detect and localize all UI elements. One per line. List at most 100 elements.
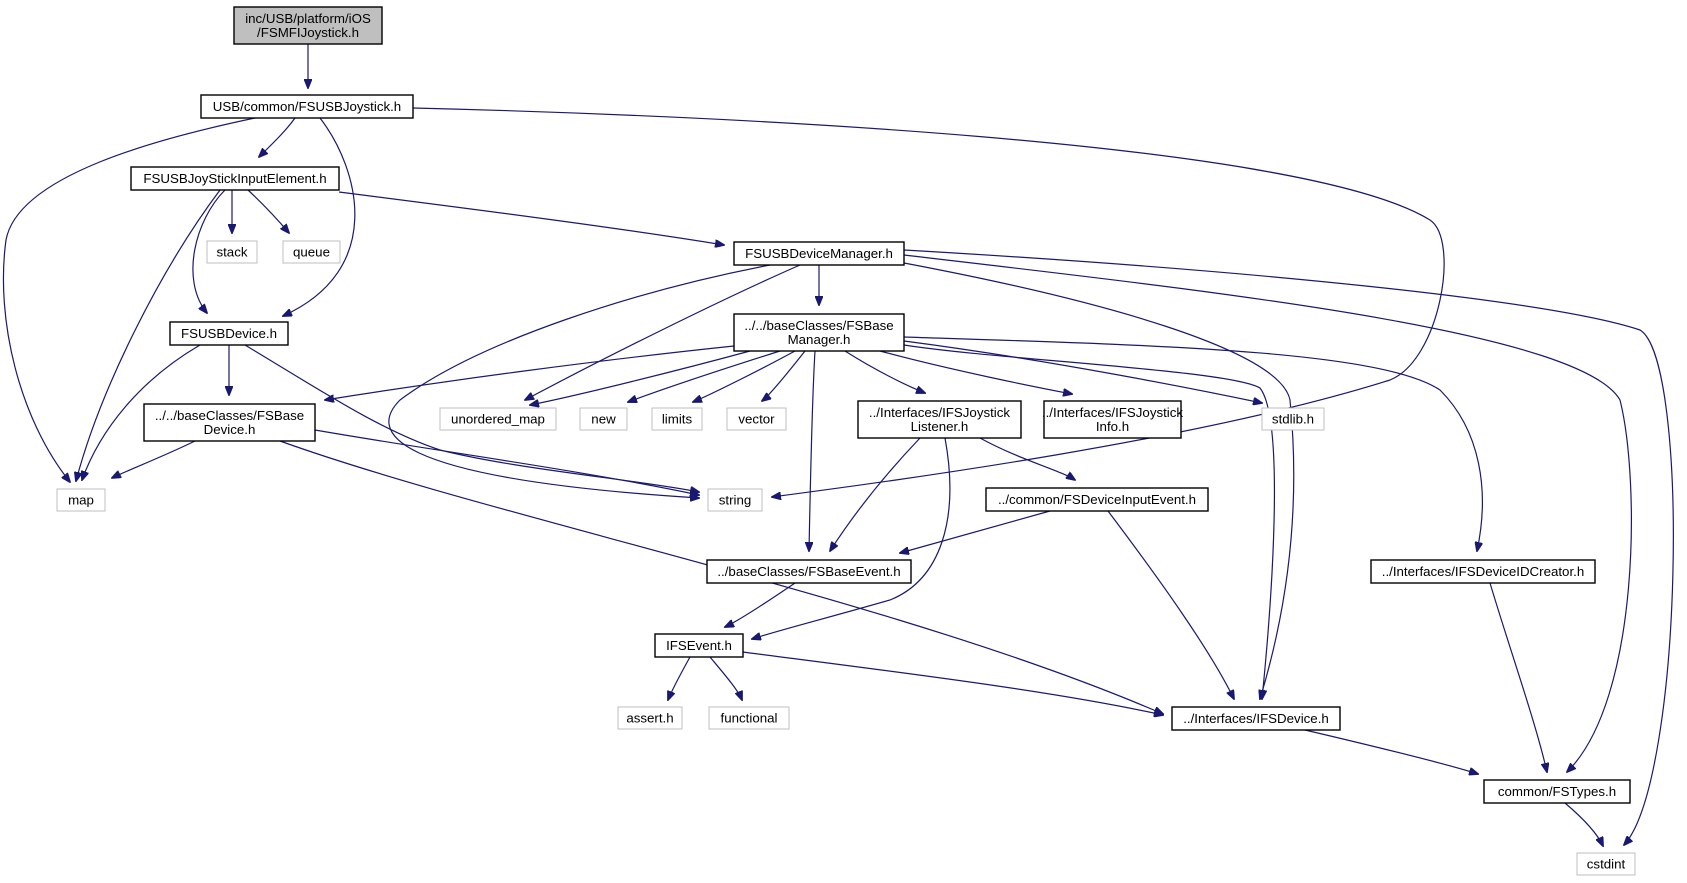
node-stack: stack (206, 240, 258, 264)
edge-devicemanager-to-fstypes (903, 254, 1632, 772)
edge-basemanager-to-limits (693, 350, 796, 402)
node-inputelement[interactable]: FSUSBJoyStickInputElement.h (130, 166, 340, 191)
edge-basemanager-to-vector (762, 350, 806, 401)
node-box-ifsdevice (1171, 706, 1341, 731)
node-new: new (579, 407, 628, 431)
node-box-joystickinfo (1043, 400, 1182, 439)
node-box-cstdint (1576, 852, 1636, 876)
edge-basemanager-to-joysticklistener (844, 350, 925, 393)
edge-devicemanager-to-ifsdevice (903, 262, 1295, 699)
node-box-root (233, 6, 383, 45)
node-box-queue (282, 240, 341, 264)
node-box-joysticklistener (857, 400, 1022, 439)
node-box-assert (617, 706, 683, 730)
node-baseevent[interactable]: ../baseClasses/FSBaseEvent.h (706, 559, 912, 584)
node-cstdint: cstdint (1576, 852, 1636, 876)
node-map: map (56, 488, 106, 512)
node-box-fsusbdevice (169, 321, 289, 346)
node-fstypes[interactable]: common/FSTypes.h (1483, 779, 1631, 804)
edge-ifsdevice-to-fstypes (1304, 729, 1478, 774)
node-label-basemanager: ../../baseClasses/FSBase (744, 318, 893, 333)
node-vector: vector (726, 407, 787, 431)
node-box-inputelement (130, 166, 340, 191)
node-box-stdlib (1261, 407, 1325, 431)
node-box-unordered_map (439, 407, 557, 431)
edge-basedevice-to-ifsdevice (279, 440, 1163, 714)
node-limits: limits (651, 407, 703, 431)
edge-inputelement-to-fsusbdevice (192, 189, 226, 313)
node-label-limits: limits (662, 412, 693, 427)
edges-layer (2, 44, 1674, 846)
node-label-basedevice: Device.h (204, 422, 256, 437)
node-stdlib: stdlib.h (1261, 407, 1325, 431)
node-box-deviceidcreator (1370, 559, 1596, 584)
node-label-inputelement: FSUSBJoyStickInputElement.h (143, 171, 326, 186)
edge-deviceinputevent-to-baseevent (900, 510, 1051, 553)
node-assert: assert.h (617, 706, 683, 730)
edge-basemanager-to-ifsdevice (903, 344, 1276, 699)
node-label-basedevice: ../../baseClasses/FSBase (155, 408, 304, 423)
node-box-basedevice (143, 403, 316, 442)
node-label-joystickinfo: ../Interfaces/IFSJoystick (1042, 405, 1183, 420)
node-label-joystickinfo: Info.h (1096, 419, 1129, 434)
node-box-devicemanager (733, 241, 905, 266)
node-box-baseevent (706, 559, 912, 584)
node-unordered_map: unordered_map (439, 407, 557, 431)
node-functional: functional (708, 706, 790, 730)
edge-fsusbjoystick-to-inputelement (259, 117, 296, 157)
edge-ifsevent-to-assert (668, 656, 691, 700)
node-ifsevent[interactable]: IFSEvent.h (654, 633, 744, 658)
edge-basemanager-to-joystickinfo (879, 350, 1072, 394)
edge-fsusbjoystick-to-string (412, 107, 1445, 497)
node-box-limits (651, 407, 703, 431)
node-label-unordered_map: unordered_map (451, 412, 545, 427)
node-label-stack: stack (216, 245, 247, 260)
node-label-basemanager: Manager.h (788, 332, 851, 347)
node-label-stdlib: stdlib.h (1272, 412, 1314, 427)
edge-devicemanager-to-cstdint (903, 249, 1674, 845)
edge-basemanager-to-baseevent (809, 350, 816, 551)
node-label-cstdint: cstdint (1587, 857, 1626, 872)
nodes-layer: inc/USB/platform/iOS/FSMFIJoystick.hUSB/… (56, 6, 1636, 876)
node-deviceinputevent[interactable]: ../common/FSDeviceInputEvent.h (985, 487, 1209, 512)
node-label-map: map (68, 493, 94, 508)
edge-basedevice-to-string (314, 429, 699, 495)
node-box-new (579, 407, 628, 431)
node-queue: queue (282, 240, 341, 264)
edge-fstypes-to-cstdint (1564, 802, 1603, 846)
node-label-queue: queue (293, 245, 330, 260)
node-label-joysticklistener: ../Interfaces/IFSJoystick (869, 405, 1010, 420)
edge-devicemanager-to-string (388, 264, 771, 498)
node-root[interactable]: inc/USB/platform/iOS/FSMFIJoystick.h (233, 6, 383, 45)
node-devicemanager[interactable]: FSUSBDeviceManager.h (733, 241, 905, 266)
edge-basemanager-to-unordered_map (530, 350, 751, 405)
edge-basemanager-to-stdlib (903, 340, 1262, 403)
node-label-vector: vector (738, 412, 775, 427)
node-label-ifsdevice: ../Interfaces/IFSDevice.h (1183, 711, 1329, 726)
edge-inputelement-to-queue (247, 189, 289, 233)
edge-fsusbdevice-to-map (82, 344, 201, 480)
edge-deviceinputevent-to-ifsdevice (1107, 510, 1234, 699)
node-box-stack (206, 240, 258, 264)
edge-joysticklistener-to-baseevent (830, 437, 921, 551)
edge-fsusbjoystick-to-fsusbdevice (283, 117, 356, 316)
node-label-joysticklistener: Listener.h (911, 419, 969, 434)
node-deviceidcreator[interactable]: ../Interfaces/IFSDeviceIDCreator.h (1370, 559, 1596, 584)
node-box-fstypes (1483, 779, 1631, 804)
edge-joysticklistener-to-deviceinputevent (979, 437, 1075, 480)
node-box-functional (708, 706, 790, 730)
node-fsusbjoystick[interactable]: USB/common/FSUSBJoystick.h (200, 94, 414, 119)
node-label-ifsevent: IFSEvent.h (666, 638, 732, 653)
node-label-string: string (719, 493, 752, 508)
node-fsusbdevice[interactable]: FSUSBDevice.h (169, 321, 289, 346)
edge-deviceidcreator-to-fstypes (1489, 582, 1547, 772)
edge-basedevice-to-map (112, 440, 196, 478)
node-box-fsusbjoystick (200, 94, 414, 119)
node-ifsdevice[interactable]: ../Interfaces/IFSDevice.h (1171, 706, 1341, 731)
node-box-vector (726, 407, 787, 431)
node-label-deviceidcreator: ../Interfaces/IFSDeviceIDCreator.h (1382, 564, 1585, 579)
